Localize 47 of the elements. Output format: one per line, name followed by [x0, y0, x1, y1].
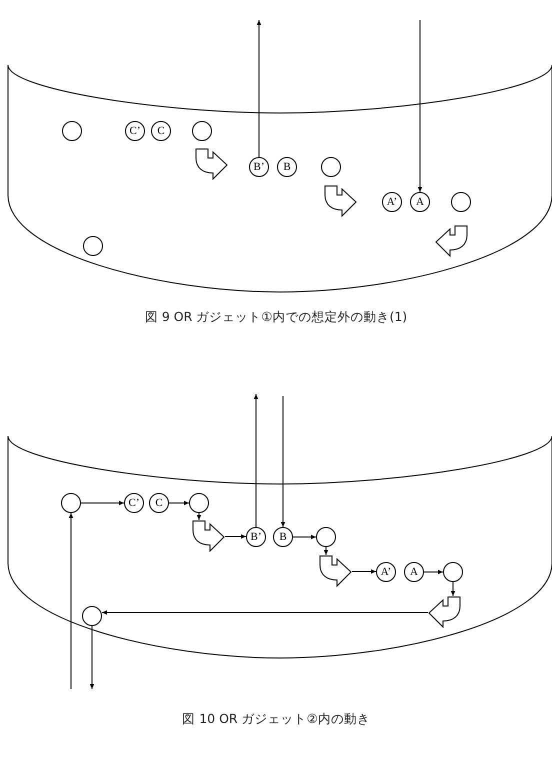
arrow — [80, 500, 124, 506]
empty-circle — [83, 236, 103, 256]
arrow — [68, 512, 74, 690]
token-circle: A — [410, 192, 430, 212]
empty-circle — [316, 527, 336, 547]
token-circle: C’ — [124, 493, 144, 513]
token-circle: B — [277, 157, 297, 177]
arrow — [292, 534, 316, 540]
arrow — [102, 610, 428, 615]
empty-circle — [189, 493, 209, 513]
arrow — [90, 626, 94, 690]
token-circle: C — [151, 121, 171, 141]
arrow — [256, 20, 262, 158]
arrow — [254, 394, 258, 528]
arrow — [424, 570, 444, 574]
bent-arrow-shape — [324, 185, 357, 218]
empty-circle — [192, 121, 212, 141]
token-circle: A’ — [382, 192, 402, 212]
token-circle: B’ — [249, 157, 269, 177]
arrow — [280, 396, 286, 528]
arrow — [418, 20, 422, 192]
arrow — [196, 512, 202, 520]
empty-circle — [321, 157, 341, 177]
token-circle: B — [273, 527, 293, 547]
figure-caption: 図 9 OR ガジェット①内での想定外の動き(1) — [144, 309, 408, 324]
bent-arrow-shape — [428, 596, 461, 629]
arrow — [224, 534, 246, 539]
bent-arrow-shape — [195, 148, 228, 181]
figure-caption: 図 10 OR ガジェット②内の動き — [182, 711, 370, 726]
bent-arrow-shape — [435, 225, 468, 258]
token-circle: C’ — [125, 121, 145, 141]
empty-circle — [61, 493, 81, 513]
token-circle: A’ — [376, 562, 396, 582]
token-circle: A — [404, 562, 424, 582]
bent-arrow-shape — [192, 520, 225, 553]
arrow — [450, 582, 456, 596]
empty-circle — [443, 562, 463, 582]
token-circle: C — [149, 493, 169, 513]
arrow — [168, 500, 190, 506]
band-drawing — [8, 436, 552, 660]
arrow — [352, 569, 376, 574]
token-circle: B’ — [246, 527, 266, 547]
arrow — [324, 546, 328, 556]
empty-circle — [62, 121, 82, 141]
empty-circle — [451, 192, 471, 212]
bent-arrow-shape — [319, 555, 352, 588]
empty-circle — [82, 606, 102, 626]
